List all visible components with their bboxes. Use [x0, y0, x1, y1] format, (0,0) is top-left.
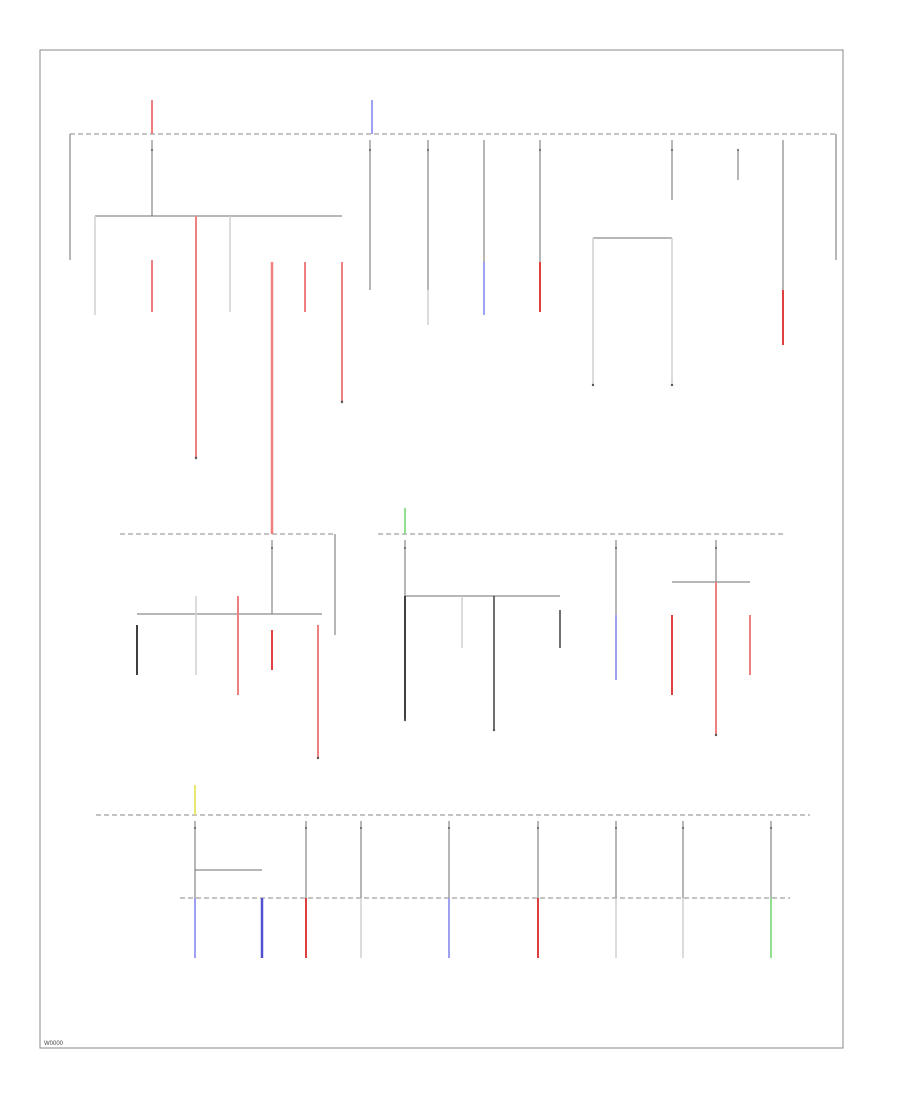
component-end-markers: [194, 383, 718, 760]
bus-lines: [69, 133, 838, 899]
wires-middle-section: [136, 508, 751, 758]
fuse-symbols: [151, 149, 772, 829]
page-code: W0000: [44, 1041, 64, 1047]
wires-lower-section: [194, 785, 772, 958]
diagram-frame: [39, 49, 844, 1049]
wires-upper-section: [94, 100, 784, 534]
bus-spurs: [151, 140, 784, 898]
